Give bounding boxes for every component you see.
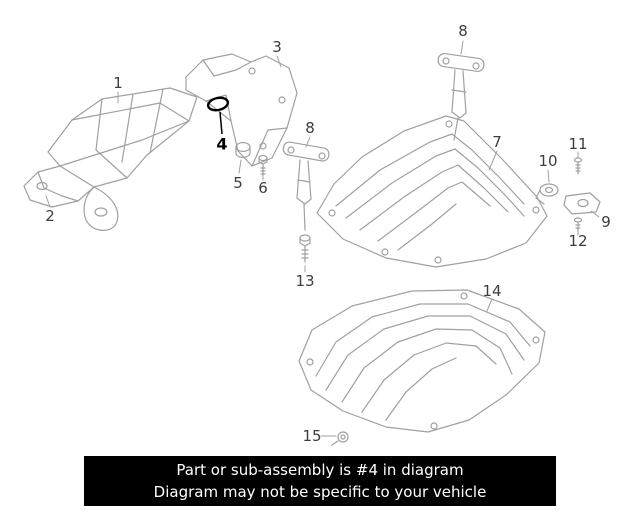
part-1-heat-shield	[47, 87, 198, 188]
part-label-1: 1	[113, 74, 123, 92]
part-4-leader-line	[219, 111, 223, 135]
part-10-bracket	[535, 183, 559, 205]
part-2-flange	[23, 165, 119, 231]
part-label-10: 10	[538, 152, 558, 170]
part-label-2: 2	[45, 207, 55, 225]
part-5-grommet	[235, 141, 251, 159]
part-label-15: 15	[302, 427, 322, 445]
part-label-6: 6	[258, 179, 268, 197]
vehicle-note-banner: Part or sub-assembly is #4 in diagram Di…	[84, 456, 556, 506]
part-label-7: 7	[492, 133, 502, 151]
part-13-bolt	[299, 234, 311, 263]
part-12-bolt	[573, 217, 583, 233]
part-3-shield	[185, 53, 298, 167]
part-label-11: 11	[568, 135, 588, 153]
part-15-fastener	[331, 431, 349, 446]
part-label-12: 12	[568, 232, 588, 250]
part-6-bolt	[258, 154, 268, 177]
part-label-5: 5	[233, 174, 243, 192]
banner-line-2: Diagram may not be specific to your vehi…	[153, 483, 487, 501]
part-label-4-highlighted: 4	[216, 134, 228, 154]
part-8-bracket-mid	[282, 141, 330, 231]
part-label-9: 9	[601, 213, 611, 231]
part-4-highlight-ring	[206, 96, 230, 135]
part-label-8-top: 8	[458, 22, 468, 40]
leader-lines	[45, 40, 600, 437]
part-label-14: 14	[482, 282, 502, 300]
part-label-8-mid: 8	[305, 119, 315, 137]
part-label-13: 13	[295, 272, 315, 290]
part-11-bolt	[573, 157, 583, 175]
part-7-splash-shield	[316, 115, 548, 268]
part-9-clip	[563, 192, 601, 215]
banner-line-1: Part or sub-assembly is #4 in diagram	[176, 460, 464, 479]
part-8-bracket-top	[437, 53, 485, 141]
part-14-splash-shield	[298, 289, 546, 433]
part-label-3: 3	[272, 38, 282, 56]
